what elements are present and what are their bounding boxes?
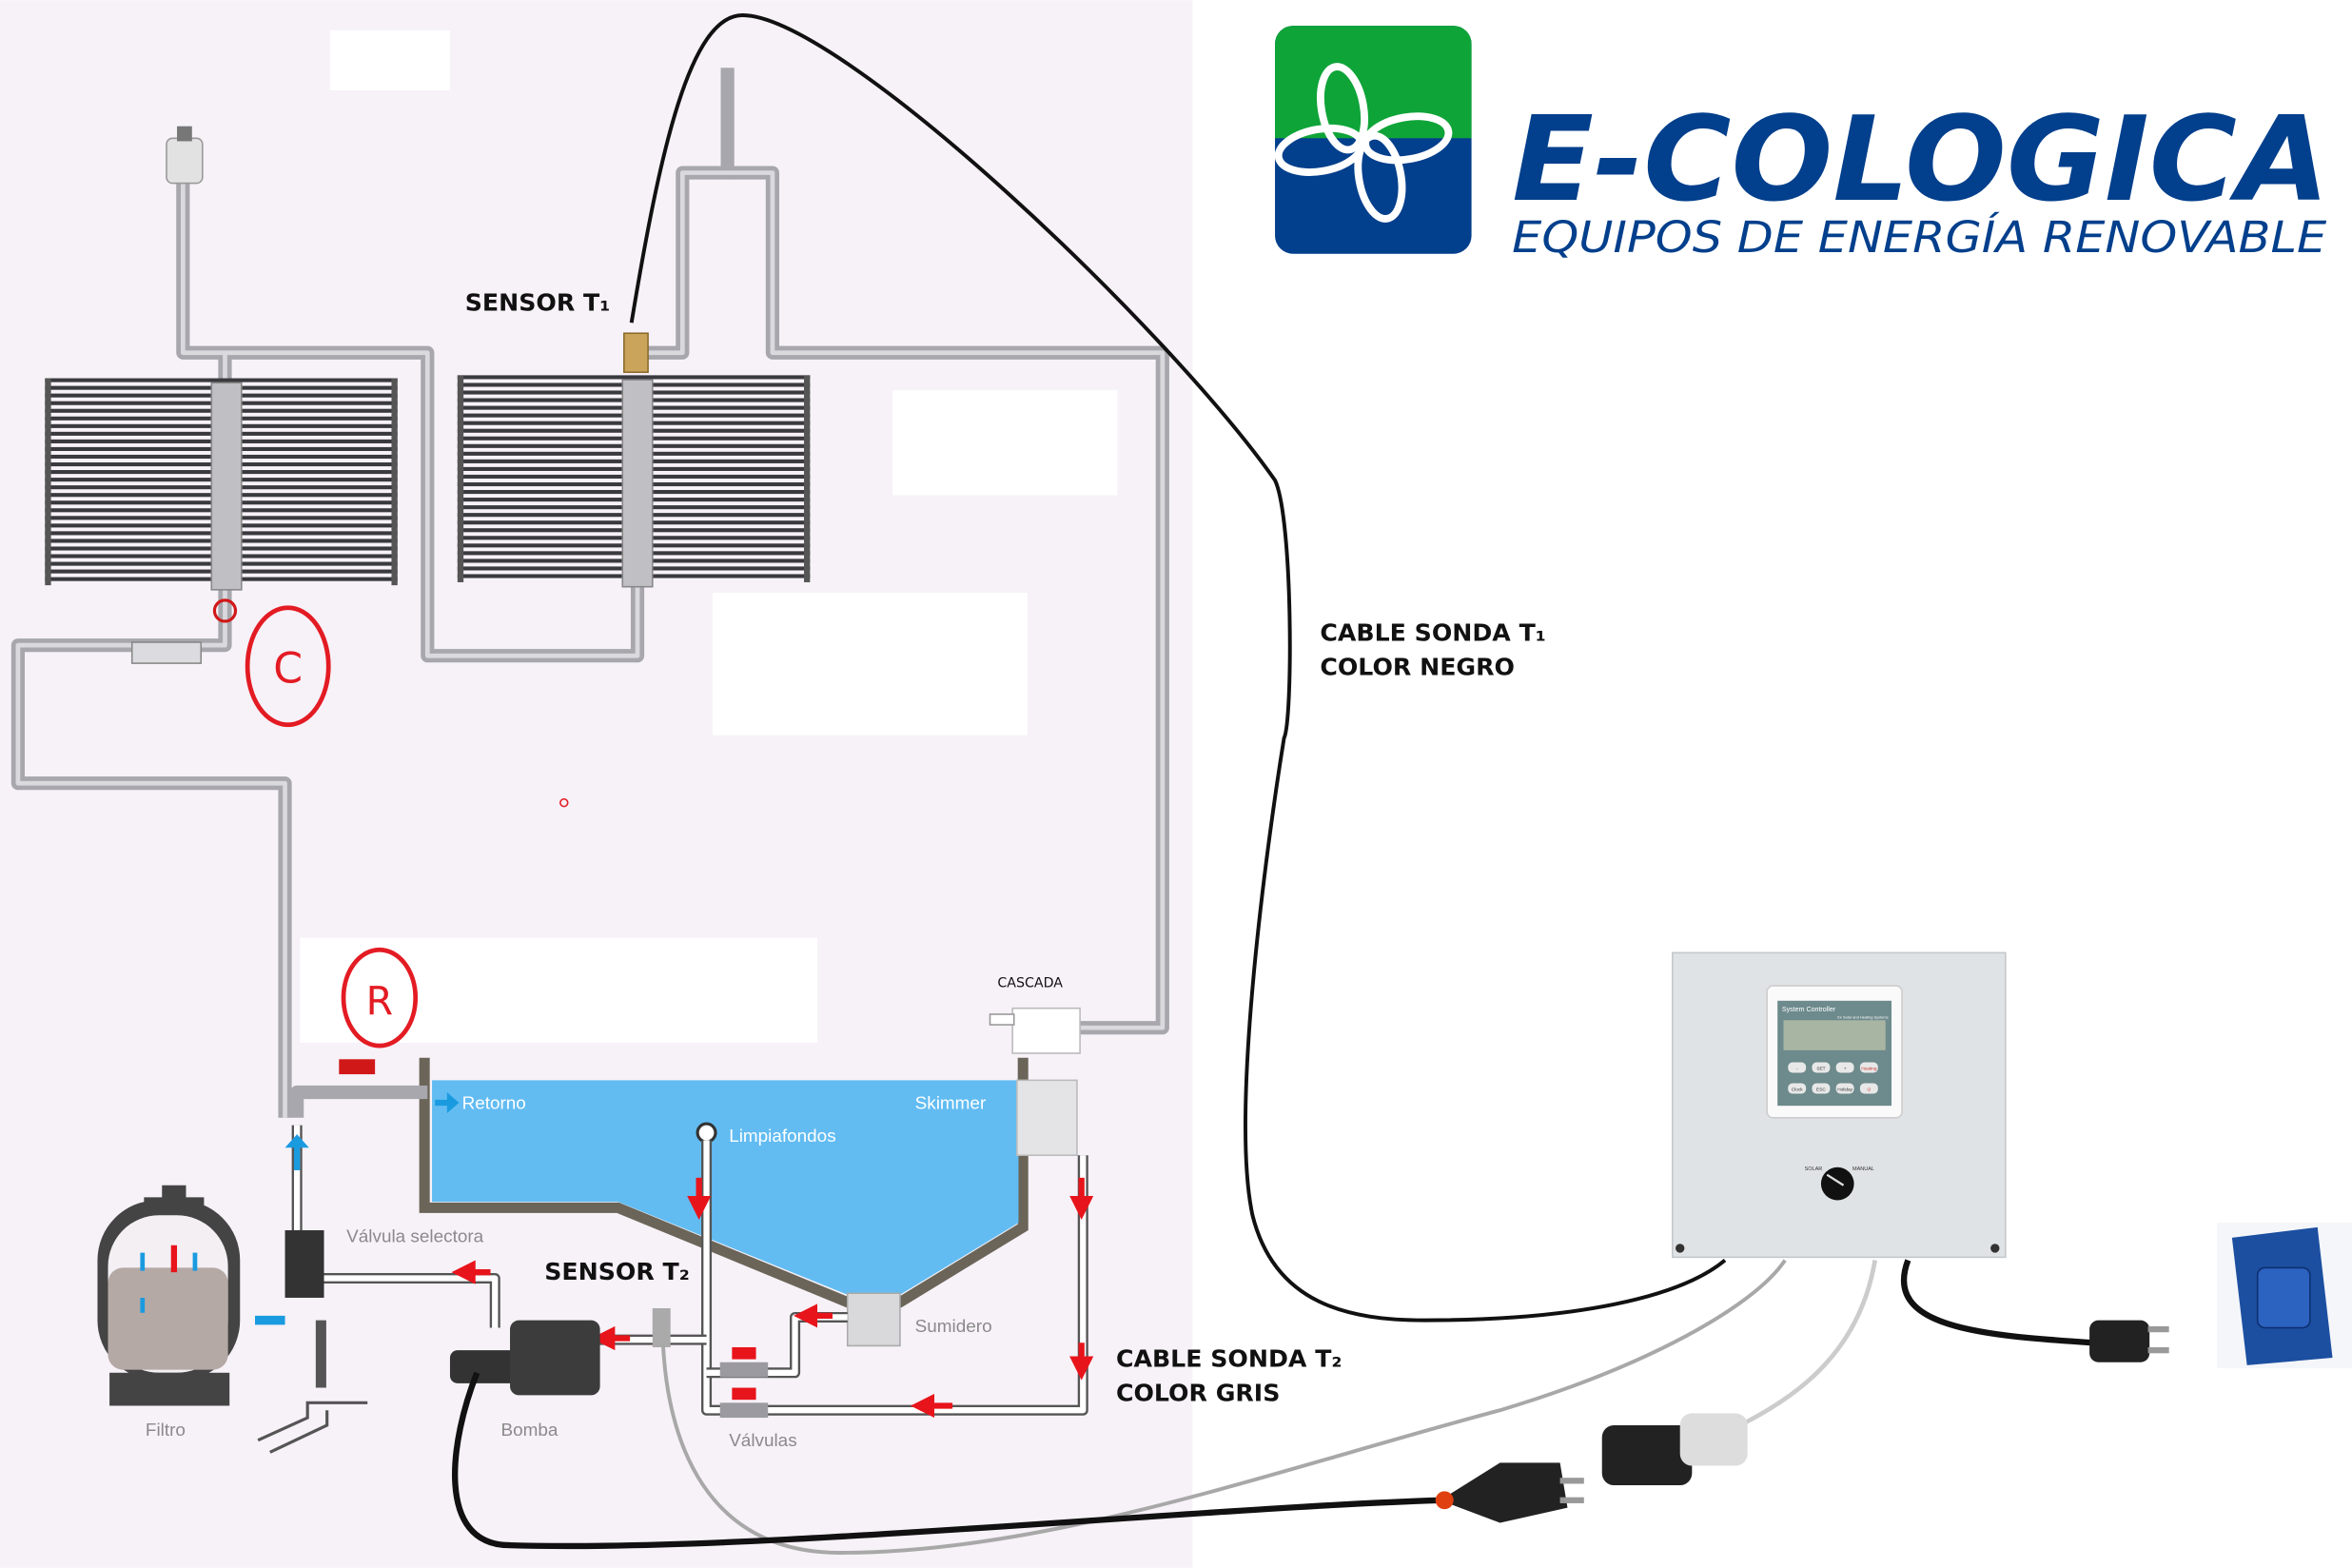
collector-header-2 [621,379,654,588]
sensor-t2-fitting [652,1307,671,1347]
skimmer-unit [1016,1079,1078,1156]
solar-piping [10,68,1169,1118]
cascada-label: CASCADA [997,976,1063,991]
controller-button[interactable]: ⏻ [1859,1083,1878,1094]
main-drain-unit [846,1292,901,1347]
pump-power-cable [452,1371,1441,1550]
sensor-t1-cable [629,13,1727,1323]
label-valvulas: Válvulas [729,1431,796,1451]
company-logo: E-COLOGICA EQUIPOS DE ENERGÍA RENOVABLE [1274,26,2329,263]
pool-water [432,1080,1019,1295]
cable-t2-label-1: CABLE SONDA T₂ [1116,1344,1343,1372]
svg-text:⏻: ⏻ [1867,1087,1871,1092]
controller-lcd [1783,1020,1886,1050]
label-limpiafondos: Limpiafondos [729,1127,835,1147]
logo-tagline: EQUIPOS DE ENERGÍA RENOVABLE [1512,211,2326,263]
controller-button[interactable]: Holiday [1835,1083,1854,1094]
switch-label-solar: SOLAR [1805,1166,1823,1172]
sensor-t1-label: SENSOR T₁ [465,289,611,317]
svg-text:+: + [1844,1067,1847,1071]
return-arrow-icon [435,1091,460,1114]
cable-t1-label-2: COLOR NEGRO [1320,654,1515,681]
propeller-icon [1274,63,1453,223]
controller-power-cable [1900,1259,2093,1346]
male-plug-pump [1435,1462,1584,1523]
controller-subtitle: for Solar and Heating Systems [1837,1015,1888,1020]
circle-r-marker: R [341,947,419,1049]
controller-button[interactable]: ESC [1812,1083,1831,1094]
pump: Bomba [449,1320,600,1441]
valve-c-fitting [130,641,203,664]
label-retorno: Retorno [462,1093,526,1113]
sand-filter: Filtro [97,1185,241,1441]
sensor-t1-fitting [623,332,649,374]
cable-t1-label-1: CABLE SONDA T₁ [1320,618,1546,646]
controller-button[interactable]: + [1835,1062,1854,1073]
logo-brand-text: E-COLOGICA [1512,91,2329,227]
controller-button[interactable]: Heating [1859,1062,1878,1073]
switch-label-manual: MANUAL [1852,1166,1874,1172]
sensor-t2-cable [660,1259,1787,1555]
label-skimmer: Skimmer [915,1093,987,1113]
svg-text:Clock: Clock [1792,1087,1803,1092]
female-plug [1601,1413,1748,1486]
return-valve-handle [339,1059,376,1075]
controller-button[interactable]: - [1788,1062,1807,1073]
label-filtro: Filtro [146,1421,186,1441]
controller-box: System Controller for Solar and Heating … [1672,951,2007,1259]
selector-valve [284,1230,324,1298]
controller-title: System Controller [1782,1006,1836,1013]
svg-text:Heating: Heating [1861,1066,1877,1071]
floor-cleaner-inlet-icon [696,1122,717,1144]
label-valvula-selectora: Válvula selectora [346,1227,483,1247]
valves-group: Válvulas [719,1346,797,1451]
flow-arrows [255,1134,1094,1419]
circle-r-label: R [366,978,393,1024]
wall-socket [2217,1223,2352,1369]
male-plug-controller [2089,1320,2169,1362]
pump-outlet-cable [1738,1260,1877,1428]
circle-c-label: C [273,645,303,694]
drain-pipe-icon [257,1401,368,1454]
label-bomba: Bomba [501,1421,559,1441]
controller-button[interactable]: Clock [1788,1083,1807,1094]
collector-header-1 [210,382,243,591]
svg-text:Holiday: Holiday [1837,1087,1852,1092]
label-sumidero: Sumidero [915,1317,992,1337]
mode-selector-knob[interactable] [1820,1166,1854,1201]
cascade-outlet: CASCADA [989,976,1081,1054]
circle-c-marker: C [245,605,331,728]
svg-text:ESC: ESC [1816,1087,1826,1092]
cable-t2-label-2: COLOR GRIS [1116,1380,1280,1407]
svg-text:SET: SET [1816,1066,1825,1071]
controller-button[interactable]: SET [1812,1062,1831,1073]
check-valve-icon [212,598,238,623]
sensor-t2-label: SENSOR T₂ [544,1258,690,1285]
svg-text:-: - [1796,1067,1798,1071]
air-vent-valve [166,126,204,185]
